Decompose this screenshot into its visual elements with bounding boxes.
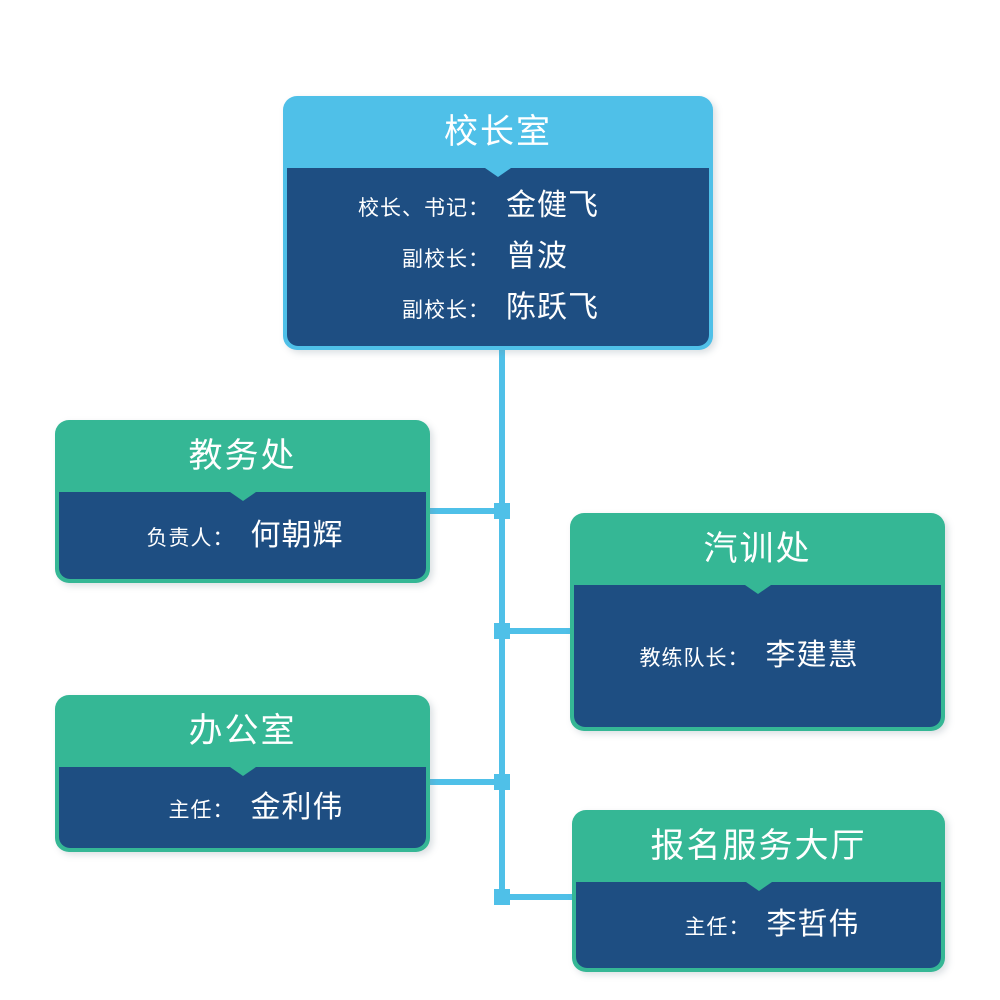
connector-joint-1: [494, 503, 510, 519]
node-bangongshi: 办公室 主任： 金利伟: [55, 695, 430, 852]
member-role: 副校长：: [402, 299, 490, 322]
member-role: 教练队长：: [639, 647, 750, 670]
node-title: 校长室: [444, 113, 552, 151]
node-title: 汽训处: [703, 530, 812, 568]
connector-branch-bangongshi: [430, 779, 502, 785]
node-title: 报名服务大厅: [650, 827, 867, 865]
member-name: 曾波: [506, 240, 568, 273]
member-row: 主任： 李哲伟: [576, 905, 941, 945]
notch-down-icon: [744, 585, 771, 594]
node-body: 主任： 李哲伟: [576, 882, 941, 968]
notch-down-icon: [485, 168, 511, 177]
member-row: 主任： 金利伟: [59, 788, 426, 828]
member-name: 金利伟: [250, 790, 344, 824]
member-name: 陈跃飞: [506, 291, 599, 324]
member-name: 金健飞: [506, 189, 599, 222]
member-role: 主任：: [684, 916, 751, 939]
notch-down-icon: [229, 767, 256, 776]
connector-branch-qixunchu: [500, 628, 572, 634]
member-row: 校长、书记： 金健飞: [287, 186, 709, 226]
node-body: 教练队长： 李建慧: [574, 585, 941, 727]
member-role: 校长、书记：: [358, 197, 490, 220]
member-name: 李哲伟: [766, 908, 860, 941]
connector-branch-baoming: [500, 894, 574, 900]
node-title: 教务处: [188, 437, 297, 475]
member-row: 教练队长： 李建慧: [574, 636, 941, 676]
connector-joint-4: [494, 889, 510, 905]
member-name: 何朝辉: [250, 518, 344, 552]
node-jiaowuchu: 教务处 负责人： 何朝辉: [55, 420, 430, 583]
node-body: 校长、书记： 金健飞 副校长： 曾波 副校长： 陈跃飞: [287, 168, 709, 346]
node-baoming-dating: 报名服务大厅 主任： 李哲伟: [572, 810, 945, 972]
connector-branch-jiaowuchu: [430, 508, 502, 514]
member-row: 副校长： 陈跃飞: [287, 288, 709, 328]
node-body: 主任： 金利伟: [59, 767, 426, 848]
notch-down-icon: [229, 492, 256, 501]
member-role: 主任：: [168, 798, 235, 822]
member-row: 负责人： 何朝辉: [59, 516, 426, 556]
node-body: 负责人： 何朝辉: [59, 492, 426, 579]
node-principal-office: 校长室 校长、书记： 金健飞 副校长： 曾波 副校长： 陈跃飞: [283, 96, 713, 350]
member-row: 副校长： 曾波: [287, 237, 709, 277]
member-role: 副校长：: [402, 248, 490, 271]
notch-down-icon: [745, 882, 772, 891]
node-qixunchu: 汽训处 教练队长： 李建慧: [570, 513, 945, 731]
connector-joint-2: [494, 623, 510, 639]
connector-joint-3: [494, 774, 510, 790]
member-role: 负责人：: [146, 526, 235, 550]
member-name: 李建慧: [765, 639, 859, 672]
node-title: 办公室: [188, 712, 297, 750]
